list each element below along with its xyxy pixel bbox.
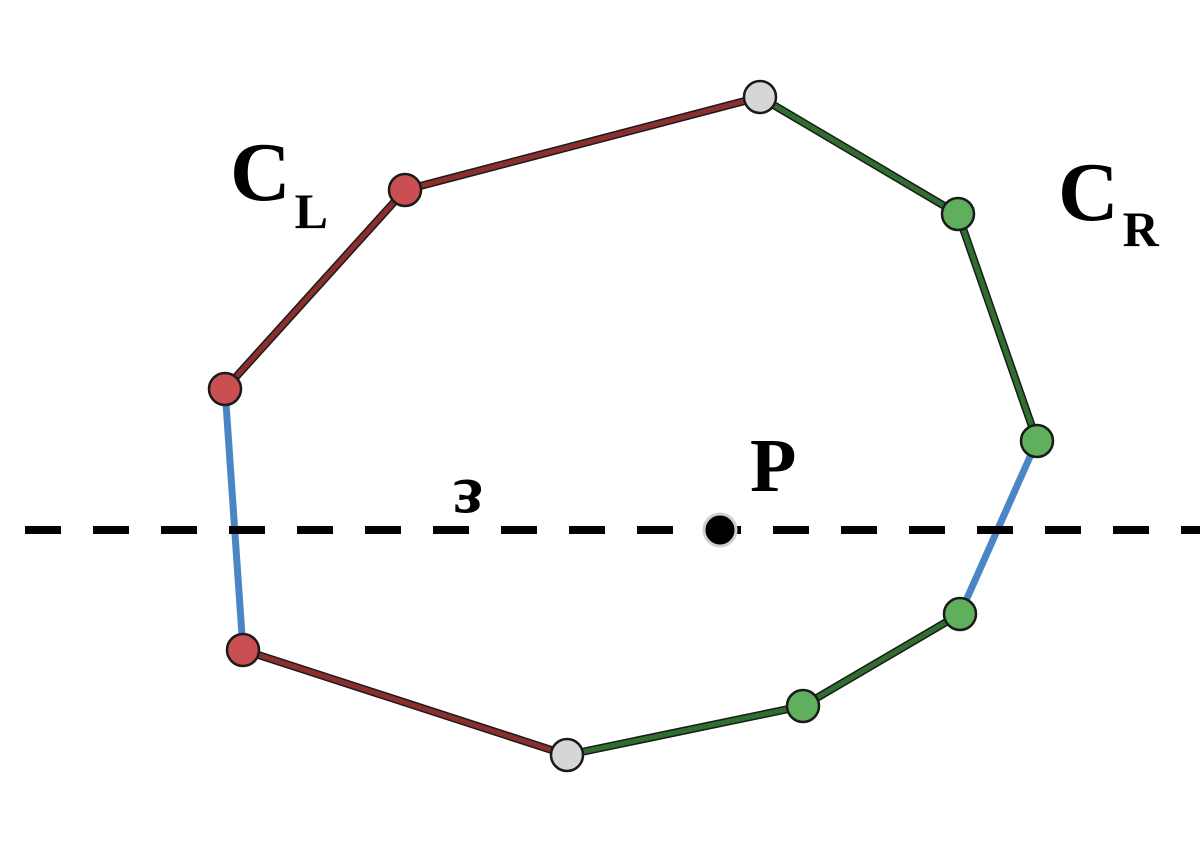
edge-fill-right-r4-bottom <box>564 703 806 758</box>
vertex-endpoint-bottom <box>549 737 585 773</box>
edges-layer <box>221 93 1041 759</box>
vertex-right-r3 <box>942 596 978 632</box>
vertex-right-r2 <box>1019 423 1055 459</box>
edge-fill-right-r1-r2 <box>955 211 1040 444</box>
vertex-right-r1 <box>940 196 976 232</box>
vertex-left-l1 <box>225 632 261 668</box>
edge-fill-left-l3-top <box>402 94 763 193</box>
edge-crossing-l1-l2 <box>221 385 247 654</box>
left-chain-label-main: C <box>230 126 291 219</box>
point-p-label: P <box>750 424 796 508</box>
right-chain-label: CR <box>1058 146 1160 257</box>
vertices-layer <box>207 79 1055 773</box>
point-p-marker <box>702 512 738 548</box>
vertex-right-r4 <box>785 688 821 724</box>
edge-fill-right-top-r1 <box>757 94 961 217</box>
edge-fill-left-bottom-l1 <box>240 647 570 758</box>
vertex-endpoint-top <box>742 79 778 115</box>
vertex-left-l3 <box>387 172 423 208</box>
right-chain-label-subscript: R <box>1123 201 1160 257</box>
epsilon-label: ε <box>453 464 483 541</box>
vertex-left-l2 <box>207 371 243 407</box>
right-chain-label-main: C <box>1058 146 1119 239</box>
edge-fill-left-l2-l3 <box>222 187 408 392</box>
left-chain-label: CL <box>230 126 328 239</box>
edge-fill-right-r3-r4 <box>800 611 963 709</box>
left-chain-label-subscript: L <box>295 183 328 239</box>
